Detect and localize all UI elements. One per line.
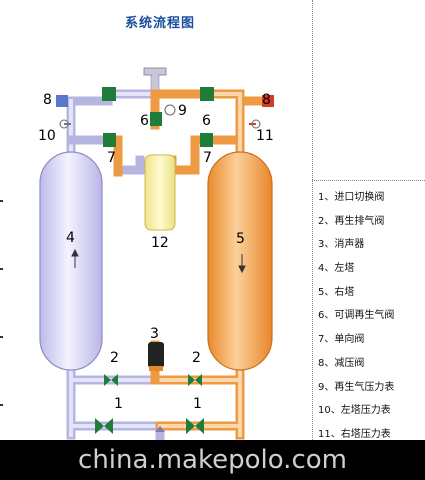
legend-item: 11、右塔压力表 [318, 428, 391, 440]
legend-item: 3、消声器 [318, 239, 365, 251]
legend-item: 7、单向阀 [318, 334, 365, 346]
valves [56, 87, 274, 434]
label-4: 4 [66, 230, 75, 246]
label-10: 10 [38, 128, 56, 144]
label-7-left: 7 [107, 150, 116, 166]
legend-item: 6、可调再生气阀 [318, 310, 395, 322]
top-right-valve [200, 87, 214, 101]
label-9: 9 [178, 103, 187, 119]
check-valve-right [200, 133, 213, 147]
right-tower [207, 151, 273, 371]
label-12: 12 [151, 235, 169, 251]
top-left-valve [102, 87, 116, 101]
label-3: 3 [150, 326, 159, 342]
flow-diagram: 8 10 9 6 6 7 7 8 11 4 5 12 3 2 2 1 1 [38, 67, 274, 440]
edge-mark [0, 268, 3, 270]
reducing-valve-left [56, 95, 68, 107]
diagram-title: 系统流程图 [124, 16, 195, 31]
label-6-left: 6 [140, 113, 149, 129]
legend-item: 2、再生排气阀 [318, 215, 385, 227]
exhaust-valve-right [188, 374, 202, 386]
edge-mark [0, 200, 3, 202]
muffler-body [144, 154, 176, 231]
exhaust-valve-left [104, 374, 118, 386]
frame-divider [312, 0, 313, 440]
label-2-left: 2 [110, 350, 119, 366]
inlet-valve-right [186, 418, 204, 434]
regen-valve [150, 112, 162, 126]
reducing-valve-right [262, 95, 274, 107]
legend-item: 9、再生气压力表 [318, 381, 395, 393]
regen-gauge [164, 104, 176, 116]
label-8-right: 8 [262, 92, 271, 108]
diagram-labels: 8 10 9 6 6 7 7 8 11 4 5 12 3 2 2 1 1 [38, 92, 274, 412]
flow-arrows [71, 248, 246, 274]
inlet-valve-left [95, 418, 113, 434]
check-valve-left [103, 133, 116, 147]
legend-item: 4、左塔 [318, 263, 355, 275]
legend-list: 1、进口切换阀 2、再生排气阀 3、消声器 4、左塔 5、右塔 6、可调再生气阀… [318, 190, 394, 451]
label-5: 5 [236, 231, 245, 247]
label-2-right: 2 [192, 350, 201, 366]
edge-mark [0, 404, 3, 406]
legend-item: 5、右塔 [318, 286, 355, 298]
edge-mark [0, 336, 3, 338]
legend-item: 1、进口切换阀 [318, 192, 385, 203]
inlet-arrow [155, 426, 165, 432]
label-7-right: 7 [203, 150, 212, 166]
label-1-right: 1 [193, 396, 202, 412]
muffler [148, 342, 164, 368]
watermark: china.makepolo.com [0, 440, 425, 480]
legend-divider [312, 180, 425, 181]
legend-item: 10、左塔压力表 [318, 405, 391, 417]
label-11: 11 [256, 128, 274, 144]
label-8-left: 8 [43, 92, 52, 108]
label-1-left: 1 [114, 396, 123, 412]
label-6-right: 6 [202, 113, 211, 129]
legend-item: 8、减压阀 [318, 357, 365, 369]
left-tower [39, 151, 103, 371]
